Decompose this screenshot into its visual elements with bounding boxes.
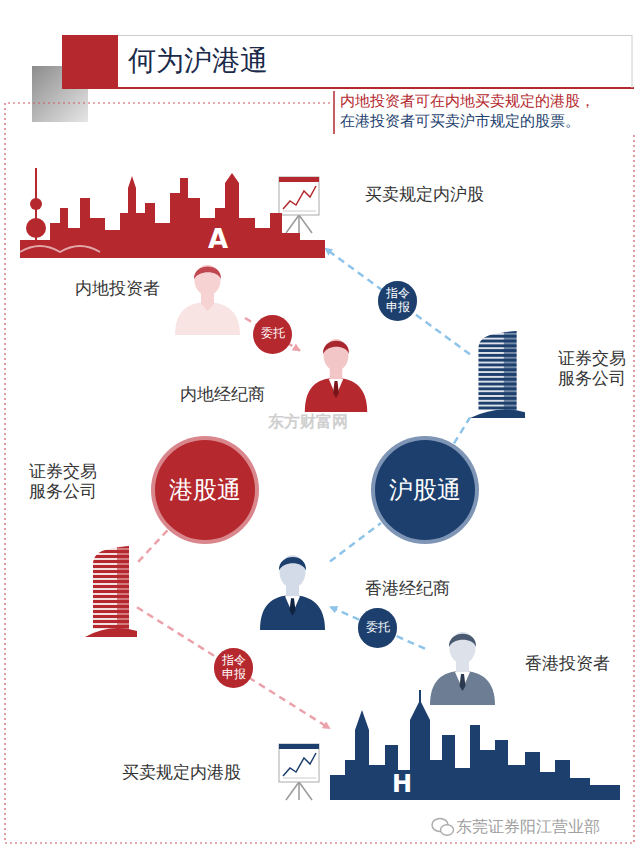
title-red-block xyxy=(62,35,118,88)
person-figure xyxy=(425,625,500,705)
circle-label: 港股通 xyxy=(150,435,260,545)
market-skyline: A买卖规定内沪股 xyxy=(20,168,325,258)
person-label: 内地投资者 xyxy=(75,278,160,298)
person-node: 内地经纪商 xyxy=(300,332,372,412)
edge-label: 委托 xyxy=(259,327,287,341)
hongkong-skyline xyxy=(330,690,620,800)
dashed-connector xyxy=(137,530,168,563)
person-label: 香港经纪商 xyxy=(365,578,450,598)
chart-icon xyxy=(279,744,319,800)
dotted-frame xyxy=(5,103,634,843)
market-caption: 买卖规定内沪股 xyxy=(365,184,484,204)
person-figure xyxy=(255,548,330,630)
title-text: 何为沪港通 xyxy=(128,44,268,78)
person-label: 内地经纪商 xyxy=(180,384,265,404)
chart-icon xyxy=(279,177,319,233)
edge-label: 指令 申报 xyxy=(220,654,248,682)
title-top-rule xyxy=(118,35,632,36)
market-caption: 买卖规定内港股 xyxy=(122,762,241,782)
person-node: 内地投资者 xyxy=(170,258,245,335)
edge-label-badge: 委托 xyxy=(253,315,293,355)
subtitle-line: 在港投资者可买卖沪市规定的股票。 xyxy=(340,112,580,130)
service-company: 证券交易 服务公司 xyxy=(85,545,137,637)
market-skyline: H买卖规定内港股 xyxy=(330,690,620,800)
market-letter: H xyxy=(392,770,412,799)
connect-circle: 港股通 xyxy=(150,435,260,545)
market-letter: A xyxy=(208,224,228,255)
wechat-icon xyxy=(432,819,454,836)
edge-label: 委托 xyxy=(364,621,392,635)
service-company: 证券交易 服务公司 xyxy=(470,330,525,418)
title-underline xyxy=(62,87,634,89)
building-icon xyxy=(470,330,525,418)
person-label: 香港投资者 xyxy=(525,653,610,673)
edge-label: 指令 申报 xyxy=(384,287,412,315)
dashed-connector xyxy=(330,523,381,561)
person-node: 香港经纪商 xyxy=(255,548,330,630)
dashed-connector xyxy=(325,248,470,354)
circle-label: 沪股通 xyxy=(370,435,480,545)
edge-label-badge: 指令 申报 xyxy=(214,648,254,688)
footer-text: 东莞证券阳江营业部 xyxy=(456,817,600,836)
person-figure xyxy=(300,332,372,412)
edge-label-badge: 指令 申报 xyxy=(378,281,418,321)
watermark: 东方财富网 xyxy=(268,412,348,431)
edge-label-badge: 委托 xyxy=(358,608,398,648)
title-right-rule xyxy=(632,35,633,88)
building-icon xyxy=(85,545,137,637)
subtitle-line: 内地投资者可在内地买卖规定的港股， xyxy=(340,92,595,110)
dashed-connector xyxy=(454,418,470,444)
shanghai-skyline xyxy=(20,168,325,258)
dashed-connector xyxy=(330,607,425,649)
person-figure xyxy=(170,258,245,335)
company-label: 证券交易 服务公司 xyxy=(29,461,104,502)
connect-circle: 沪股通 xyxy=(370,435,480,545)
person-node: 香港投资者 xyxy=(425,625,500,705)
subtitle-bracket xyxy=(333,91,335,134)
company-label: 证券交易 服务公司 xyxy=(558,348,633,389)
